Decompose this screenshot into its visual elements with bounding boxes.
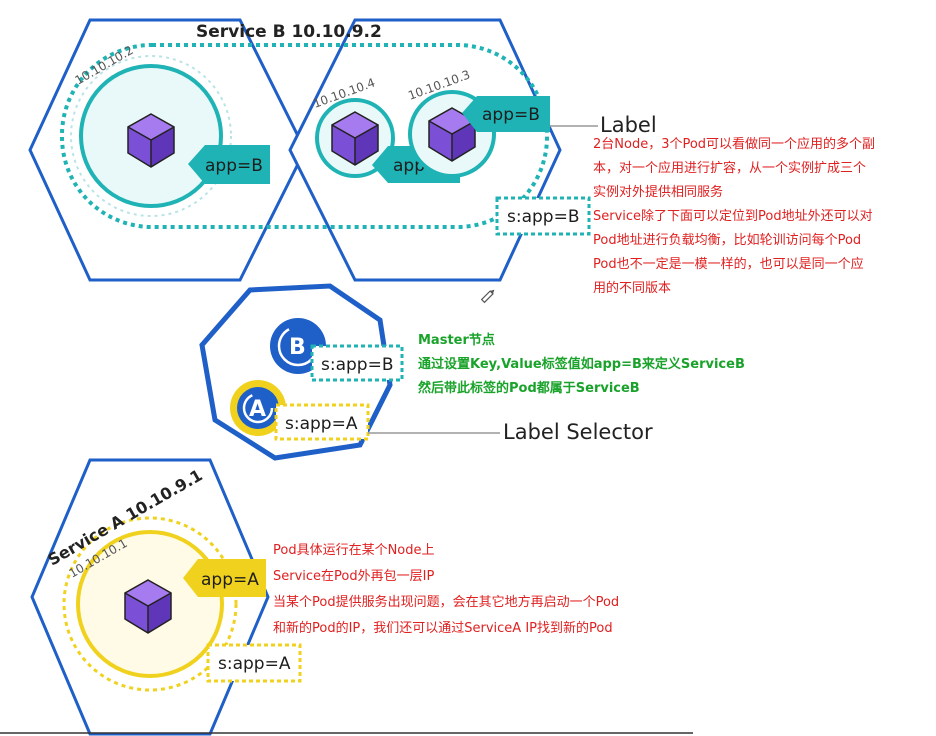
note-line: Pod具体运行在某个Node上 (273, 543, 435, 558)
note-line: 本，对一个应用进行扩容，从一个实例扩成三个 (593, 161, 867, 176)
service-b-selector-text: s:app=B (507, 207, 580, 227)
label-callout: Label (600, 113, 657, 137)
badge-a-letter: A (249, 397, 266, 422)
note-line: Master节点 (418, 333, 495, 348)
master-notes: Master节点 通过设置Key,Value标签值如app=B来定义Servic… (418, 329, 745, 401)
service-b-boundary (60, 43, 549, 229)
note-line: Pod也不一定是一模一样的，也可以是同一个应 (593, 257, 864, 272)
note-line: 当某个Pod提供服务出现问题，会在其它地方再启动一个Pod (273, 595, 620, 610)
note-line: Service除了下面可以定位到Pod地址外还可以对 (593, 209, 873, 224)
note-line: 用的不同版本 (593, 281, 672, 296)
service-a-badge: A (230, 380, 286, 436)
note-line: 2台Node，3个Pod可以看做同一个应用的多个副 (593, 137, 876, 152)
pod-label-tag: app=B (205, 156, 263, 176)
bottom-notes: Pod具体运行在某个Node上 Service在Pod外再包一层IP 当某个Po… (273, 538, 619, 642)
pod-label-tag: app=A (201, 570, 259, 590)
note-line: Service在Pod外再包一层IP (273, 569, 435, 584)
note-line: 然后带此标签的Pod都属于ServiceB (418, 381, 640, 396)
selector-b-text: s:app=B (321, 355, 394, 375)
label-selector-callout: Label Selector (503, 420, 653, 444)
pod-label-tag: app=B (482, 105, 540, 125)
note-line: Pod地址进行负载均衡，比如轮训访问每个Pod (593, 233, 862, 248)
service-b-title: Service B 10.10.9.2 (196, 22, 382, 42)
service-a-selector-text: s:app=A (218, 654, 291, 674)
service-a-group: Service A 10.10.9.1 10.10.10.1 app=A s:a… (30, 458, 302, 736)
service-b-selector-tag (495, 196, 591, 236)
service-b-group: Service B 10.10.9.2 10.10.10.2 app=B 10.… (28, 18, 657, 282)
note-line: 实例对外提供相同服务 (593, 185, 724, 200)
top-notes: 2台Node，3个Pod可以看做同一个应用的多个副 本，对一个应用进行扩容，从一… (593, 133, 875, 301)
note-line: 和新的Pod的IP，我们还可以通过ServiceA IP找到新的Pod (273, 621, 613, 636)
selector-a-text: s:app=A (285, 414, 358, 434)
service-a-selector-tag (206, 643, 302, 683)
pencil-icon (480, 289, 495, 304)
master-group: B s:app=B A s:app=A Label Selector (199, 283, 653, 461)
badge-b-letter: B (289, 335, 306, 360)
note-line: 通过设置Key,Value标签值如app=B来定义ServiceB (418, 357, 745, 372)
